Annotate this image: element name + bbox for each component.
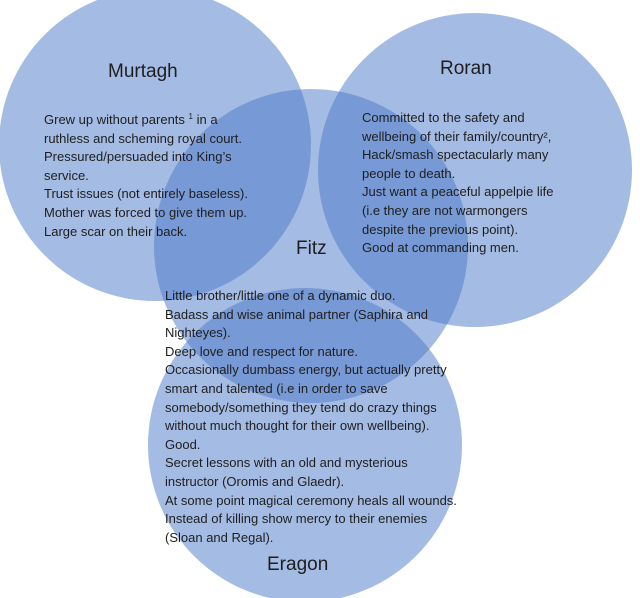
murtagh-line-4: service. bbox=[44, 167, 89, 183]
murtagh-line-2: ruthless and scheming royal court. bbox=[44, 130, 242, 146]
eragon-title: Eragon bbox=[267, 554, 329, 575]
roran-line-6: (i.e they are not warmongers bbox=[362, 202, 528, 218]
eragon-line-8: without much thought for their own wellb… bbox=[165, 418, 430, 434]
roran-line-7: despite the previous point). bbox=[362, 221, 519, 237]
roran-line-1: Committed to the safety and bbox=[362, 110, 525, 125]
eragon-line-3: Nighteyes). bbox=[165, 325, 231, 341]
eragon-line-4: Deep love and respect for nature. bbox=[165, 343, 358, 359]
eragon-line-6: smart and talented (i.e in order to save bbox=[165, 380, 388, 396]
eragon-line-2: Badass and wise animal partner (Saphira … bbox=[165, 306, 429, 322]
eragon-line-13: Instead of killing show mercy to their e… bbox=[165, 511, 428, 527]
eragon-circle bbox=[148, 288, 462, 598]
eragon-text: Little brother/little one of a dynamic d… bbox=[165, 287, 457, 547]
roran-line-5: Just want a peaceful appelpie life bbox=[362, 184, 554, 200]
roran-line-8: Good at commanding men. bbox=[362, 240, 519, 256]
fitz-title: Fitz bbox=[296, 238, 327, 259]
murtagh-text: Grew up without parents 1 in a ruthless … bbox=[44, 111, 248, 241]
eragon-line-1: Little brother/little one of a dynamic d… bbox=[165, 288, 396, 303]
eragon-line-10: Secret lessons with an old and mysteriou… bbox=[165, 455, 408, 471]
eragon-line-12: At some point magical ceremony heals all… bbox=[165, 492, 457, 508]
eragon-line-5: Occasionally dumbass energy, but actuall… bbox=[165, 362, 447, 378]
murtagh-line-7: Large scar on their back. bbox=[44, 223, 188, 239]
murtagh-line-6: Mother was forced to give them up. bbox=[44, 204, 248, 220]
footnote-1: 1 bbox=[188, 112, 193, 121]
roran-line-2: wellbeing of their family/country², bbox=[362, 128, 552, 144]
eragon-line-9: Good. bbox=[165, 436, 201, 452]
eragon-line-7: somebody/something they tend do crazy th… bbox=[165, 399, 437, 415]
eragon-line-14: (Sloan and Regal). bbox=[165, 529, 274, 545]
murtagh-line-5: Trust issues (not entirely baseless). bbox=[44, 186, 248, 202]
murtagh-line-1: Grew up without parents 1 in a bbox=[44, 112, 218, 127]
murtagh-title: Murtagh bbox=[108, 61, 178, 82]
roran-line-3: Hack/smash spectacularly many bbox=[362, 147, 549, 163]
roran-line-4: people to death. bbox=[362, 165, 456, 181]
roran-title: Roran bbox=[440, 58, 492, 79]
murtagh-line-3: Pressured/persuaded into King’s bbox=[44, 149, 232, 165]
roran-text: Committed to the safety and wellbeing of… bbox=[362, 109, 554, 258]
eragon-line-11: instructor (Oromis and Glaedr). bbox=[165, 473, 345, 489]
